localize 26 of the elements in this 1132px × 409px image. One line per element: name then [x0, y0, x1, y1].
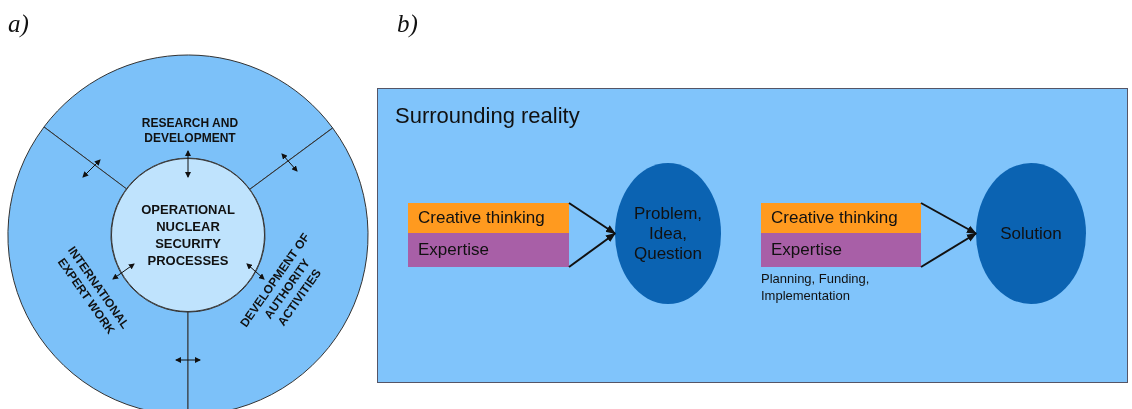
panel-title: Surrounding reality [395, 103, 580, 129]
label-bar [408, 203, 569, 233]
sector-label: RESEARCH AND DEVELOPMENT [140, 116, 240, 146]
node-label: Problem, Idea, Question [632, 203, 703, 264]
note-text: Planning, Funding, Implementation [761, 270, 871, 304]
double-arrow [246, 263, 265, 280]
bar-label: Creative thinking [417, 208, 545, 228]
double-arrow [82, 159, 101, 178]
panel-letter: a) [8, 10, 29, 38]
node-label: Solution [999, 223, 1063, 244]
label-bar [408, 233, 569, 267]
double-arrow [112, 263, 135, 280]
panel-letter: b) [397, 10, 418, 38]
double-arrow [281, 153, 298, 172]
chevron-arrow [568, 232, 616, 268]
bar-label: Expertise [417, 240, 489, 260]
label-bar [761, 203, 921, 233]
chevron-arrow [568, 202, 616, 235]
bar-label: Creative thinking [770, 208, 898, 228]
node-label: OPERATIONAL NUCLEAR SECURITY PROCESSES [140, 201, 236, 269]
chevron-arrow [920, 202, 977, 235]
context-panel [377, 88, 1128, 383]
bar-label: Expertise [770, 240, 842, 260]
chevron-arrow [920, 232, 977, 268]
double-arrow [175, 357, 201, 363]
double-arrow [185, 150, 191, 178]
